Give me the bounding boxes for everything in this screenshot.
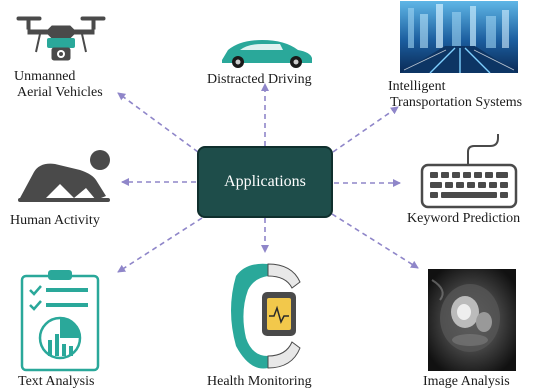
label-human: Human Activity (10, 213, 100, 228)
mri-scan-photo (428, 269, 516, 371)
label-keyword: Keyword Prediction (407, 211, 521, 226)
label-uav-line2: Aerial Vehicles (17, 85, 103, 100)
car-icon (222, 40, 312, 68)
center-label: Applications (224, 173, 306, 190)
label-health: Health Monitoring (207, 374, 312, 389)
label-its: Intelligent Transportation Systems (388, 79, 522, 111)
city-traffic-photo (400, 1, 518, 74)
drone-icon (16, 16, 106, 61)
clipboard-chart-icon (20, 270, 100, 372)
arrow-to-uav (117, 92, 199, 153)
arrow-to-image (331, 213, 419, 269)
applications-center-box: Applications (197, 146, 333, 218)
label-driving: Distracted Driving (207, 72, 312, 87)
label-its-line2: Transportation Systems (390, 95, 523, 110)
arrow-to-its (332, 106, 399, 153)
label-text: Text Analysis (18, 374, 95, 389)
arrow-to-text (117, 217, 203, 273)
smartwatch-icon (231, 263, 301, 369)
label-image: Image Analysis (423, 374, 510, 389)
label-its-line1: Intelligent (388, 79, 446, 94)
person-lying-icon (18, 150, 110, 202)
keyboard-icon (420, 134, 518, 209)
label-uav: Unmanned Aerial Vehicles (14, 69, 103, 101)
label-uav-line1: Unmanned (14, 69, 76, 84)
